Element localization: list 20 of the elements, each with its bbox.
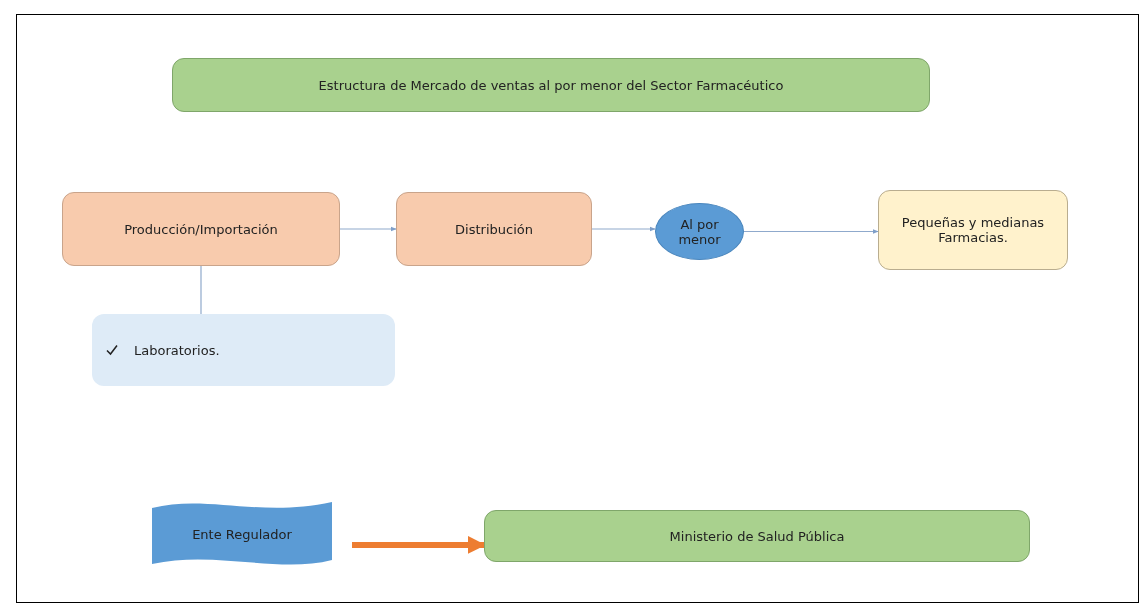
process-box — [396, 192, 592, 266]
node-label: Estructura de Mercado de ventas al por menor del Sector Farmacéutico — [317, 77, 785, 93]
node-label: Laboratorios. — [133, 342, 221, 358]
connector-line — [200, 265, 202, 315]
arrow — [743, 229, 879, 234]
node-label: Distribución — [454, 221, 534, 237]
arrow — [339, 226, 397, 232]
node-label: Ente Regulador — [191, 526, 293, 542]
process-box — [62, 192, 340, 266]
list-box — [92, 314, 395, 386]
wave-banner — [152, 500, 332, 568]
arrow — [591, 226, 656, 232]
process-box — [878, 190, 1068, 270]
node-label: Producción/Importación — [123, 221, 279, 237]
node-label: Ministerio de Salud Pública — [668, 528, 846, 544]
process-box — [484, 510, 1030, 562]
title-box — [172, 58, 930, 112]
arrow — [352, 535, 486, 554]
node-label: Al por menor — [677, 216, 722, 247]
node-label: Pequeñas y medianas Farmacias. — [900, 215, 1046, 245]
